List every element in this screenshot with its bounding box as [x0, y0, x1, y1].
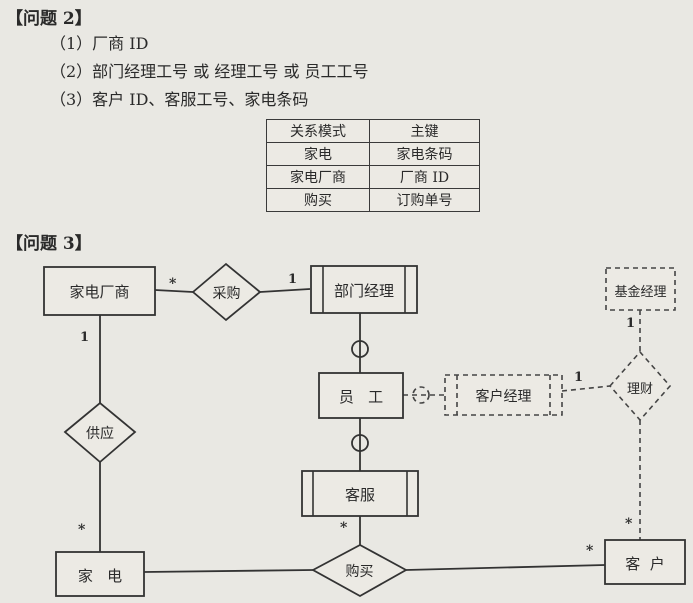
card-manufacturer-procure: *	[169, 276, 177, 292]
rel-supply	[63, 401, 137, 464]
entity-client-manager	[444, 374, 563, 416]
table-cell: 家电厂商	[266, 165, 370, 189]
rel-supply-label: 供应	[86, 426, 114, 442]
line-procure-dept	[259, 288, 311, 293]
table-row: 家电 家电条码	[266, 142, 480, 166]
entity-dept-manager-label: 部门经理	[333, 282, 394, 300]
table-cell: 订购单号	[369, 188, 480, 212]
rel-buy-label: 购买	[345, 564, 374, 580]
rel-buy	[311, 543, 408, 598]
entity-client-manager-label: 客户经理	[475, 389, 532, 405]
q2-answer-1: （1）厂商 ID	[50, 34, 149, 53]
q2-answer-2: （2）部门经理工号 或 经理工号 或 员工工号	[50, 62, 369, 81]
line-clientmgr-finance	[561, 385, 611, 392]
rel-procure	[191, 262, 262, 322]
table-row: 家电厂商 厂商 ID	[266, 165, 480, 189]
entity-customer-service	[301, 470, 419, 517]
subtype-circle-dept	[351, 340, 369, 358]
rel-procure-label: 采购	[212, 286, 241, 302]
card-buy-service: *	[340, 520, 348, 536]
entity-appliance-label: 家 电	[77, 567, 123, 585]
entity-fund-manager	[605, 267, 676, 311]
entity-employee	[318, 372, 404, 419]
question-3-title: 【问题 3】	[6, 234, 92, 254]
card-supply-appliance: *	[78, 522, 86, 538]
table-row: 购买 订购单号	[266, 188, 480, 212]
entity-customer-service-label: 客服	[344, 486, 375, 504]
card-buy-customer: *	[586, 543, 594, 559]
line-manufacturer-procure	[154, 289, 194, 293]
question-2-title: 【问题 2】	[6, 9, 92, 29]
subtype-circle-service	[351, 434, 369, 452]
card-procure-dept: 1	[288, 272, 298, 287]
card-client-finance: 1	[574, 370, 584, 385]
entity-customer	[604, 539, 686, 585]
entity-employee-label: 员 工	[338, 388, 384, 406]
entity-customer-label: 客 户	[625, 555, 665, 573]
rel-finance-label: 理财	[626, 382, 653, 397]
table-header-cell: 关系模式	[266, 119, 370, 143]
card-customer-finance: *	[625, 516, 633, 532]
line-appliance-buy	[143, 569, 314, 573]
line-buy-customer	[405, 564, 606, 571]
card-manufacturer-supply: 1	[80, 330, 90, 345]
card-fund-finance: 1	[626, 316, 636, 331]
entity-manufacturer-label: 家电厂商	[69, 283, 130, 301]
q2-answer-3: （3）客户 ID、客服工号、家电条码	[50, 90, 309, 109]
entity-manufacturer	[43, 266, 156, 316]
relation-key-table: 关系模式 主键 家电 家电条码 家电厂商 厂商 ID 购买 订购单号	[266, 119, 480, 212]
rel-finance	[608, 350, 672, 422]
entity-dept-manager	[310, 265, 418, 314]
entity-fund-manager-label: 基金经理	[614, 285, 667, 300]
table-cell: 家电条码	[369, 142, 480, 166]
subtype-circle-clientmgr	[412, 386, 430, 404]
table-cell: 家电	[266, 142, 370, 166]
entity-appliance	[55, 551, 145, 597]
table-cell: 厂商 ID	[369, 165, 480, 189]
table-cell: 购买	[266, 188, 370, 212]
